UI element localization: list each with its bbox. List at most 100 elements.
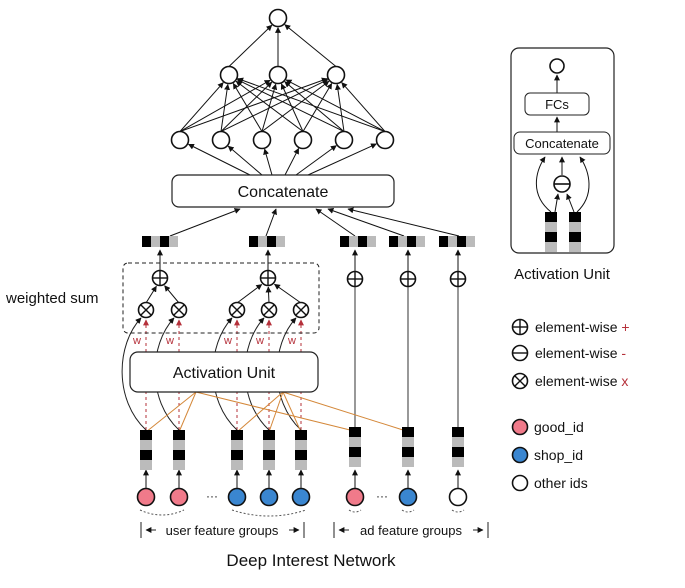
pooled-embedding	[389, 236, 425, 247]
mlp-edge	[261, 80, 330, 132]
embedding-cell	[457, 236, 466, 247]
element-wise-times-icon	[137, 301, 155, 319]
group-bracket	[451, 509, 465, 513]
shop-id-node	[227, 487, 247, 507]
pooled-to-concat-edge	[327, 207, 405, 237]
user-ellipsis: ···	[206, 489, 218, 503]
ad-ellipsis: ···	[376, 489, 388, 503]
embedding-cell	[231, 430, 243, 440]
legend-id-label: shop_id	[534, 447, 583, 463]
embedding-cell	[263, 430, 275, 440]
embedding-cell	[545, 232, 557, 242]
group-bracket	[231, 509, 307, 517]
element-wise-times-icon	[260, 301, 278, 319]
embedding-cell	[402, 447, 414, 457]
activation-unit-inset: FCs Concatenate	[510, 47, 615, 254]
mlp-edge	[280, 83, 304, 132]
shop-id-node	[259, 487, 279, 507]
embedding-cell	[142, 236, 151, 247]
group-bracket	[139, 509, 185, 516]
embeddings	[140, 236, 475, 470]
embedding-vector	[231, 430, 243, 470]
mlp-edge	[220, 81, 273, 132]
embedding-cell	[263, 450, 275, 460]
element-wise-times-icon	[170, 301, 188, 319]
element-wise-plus-icon	[346, 270, 364, 288]
mlp-edge	[284, 24, 337, 67]
legend-op-symbol: x	[621, 373, 628, 389]
activation-link	[178, 391, 197, 433]
legend-op-symbol: +	[621, 319, 629, 335]
mlp-edge	[179, 77, 328, 132]
embedding-cell	[439, 236, 448, 247]
embedding-cell	[231, 440, 243, 450]
weight-label: w	[287, 335, 296, 347]
embedding-cell	[231, 460, 243, 470]
mlp-edge	[341, 82, 386, 132]
mlp-edge	[236, 79, 345, 132]
embedding-cell	[295, 430, 307, 440]
weight-label: w	[165, 335, 174, 347]
weighted-sum-box	[122, 262, 320, 334]
mlp-nodes	[170, 8, 395, 150]
weight-label: w	[223, 335, 232, 347]
legend-op-label: element-wise x	[535, 373, 628, 389]
legend-op-symbol: -	[621, 345, 626, 361]
mlp-edge	[220, 79, 329, 132]
mlp-node	[219, 65, 239, 85]
id-inputs	[136, 487, 468, 517]
embedding-cell	[140, 440, 152, 450]
embedding-cell	[340, 236, 349, 247]
legend-op-label: element-wise +	[535, 319, 630, 335]
mlp-node	[334, 130, 354, 150]
legend: element-wise + element-wise - element-wise…	[511, 318, 630, 492]
activation-link	[282, 391, 404, 431]
inset-fcs-label: FCs	[545, 97, 569, 112]
inset-title: Activation Unit	[514, 266, 611, 283]
pooled-embedding	[142, 236, 178, 247]
element-wise-plus-icon	[511, 318, 529, 336]
mult-to-sum-edge	[273, 283, 302, 304]
embedding-cell	[140, 450, 152, 460]
mlp-node	[211, 130, 231, 150]
mlp-node	[293, 130, 313, 150]
embedding-cell	[349, 427, 361, 437]
shop-id-node	[291, 487, 311, 507]
embedding-cell	[276, 236, 285, 247]
good-id-icon	[511, 418, 529, 436]
embedding-cell	[349, 457, 361, 467]
embedding-cell	[569, 222, 581, 232]
mlp-node	[170, 130, 190, 150]
shop-id-icon	[511, 446, 529, 464]
embedding-cell	[448, 236, 457, 247]
legend-id-label: good_id	[534, 419, 584, 435]
embedding-vector	[173, 430, 185, 470]
embedding-cell	[569, 212, 581, 222]
legend-id-label: other ids	[534, 475, 588, 491]
element-wise-minus-icon	[511, 344, 529, 362]
element-wise-times-icon	[292, 301, 310, 319]
inset-concatenate-label: Concatenate	[525, 136, 599, 151]
embedding-cell	[151, 236, 160, 247]
embedding-cell	[263, 460, 275, 470]
activation-unit-block: Activation Unit	[129, 351, 319, 393]
embedding-cell	[367, 236, 376, 247]
weight-label: w	[132, 335, 141, 347]
embedding-cell	[402, 457, 414, 467]
operators	[137, 269, 467, 319]
embedding-vector	[569, 212, 581, 252]
element-wise-plus-icon	[399, 270, 417, 288]
legend-op-label: element-wise -	[535, 345, 626, 361]
mlp-node	[268, 65, 288, 85]
concat-to-mlp-edge	[263, 148, 273, 176]
pooled-to-concat-edge	[347, 207, 460, 237]
embedding-vector	[452, 427, 464, 467]
ad-feature-groups-label: ad feature groups	[333, 522, 489, 538]
mlp-edge	[228, 24, 273, 67]
mlp-edge	[232, 82, 263, 132]
concatenate-label: Concatenate	[238, 184, 329, 201]
inset-output-node	[549, 58, 565, 74]
group-bracket	[401, 509, 415, 513]
embedding-cell	[452, 427, 464, 437]
